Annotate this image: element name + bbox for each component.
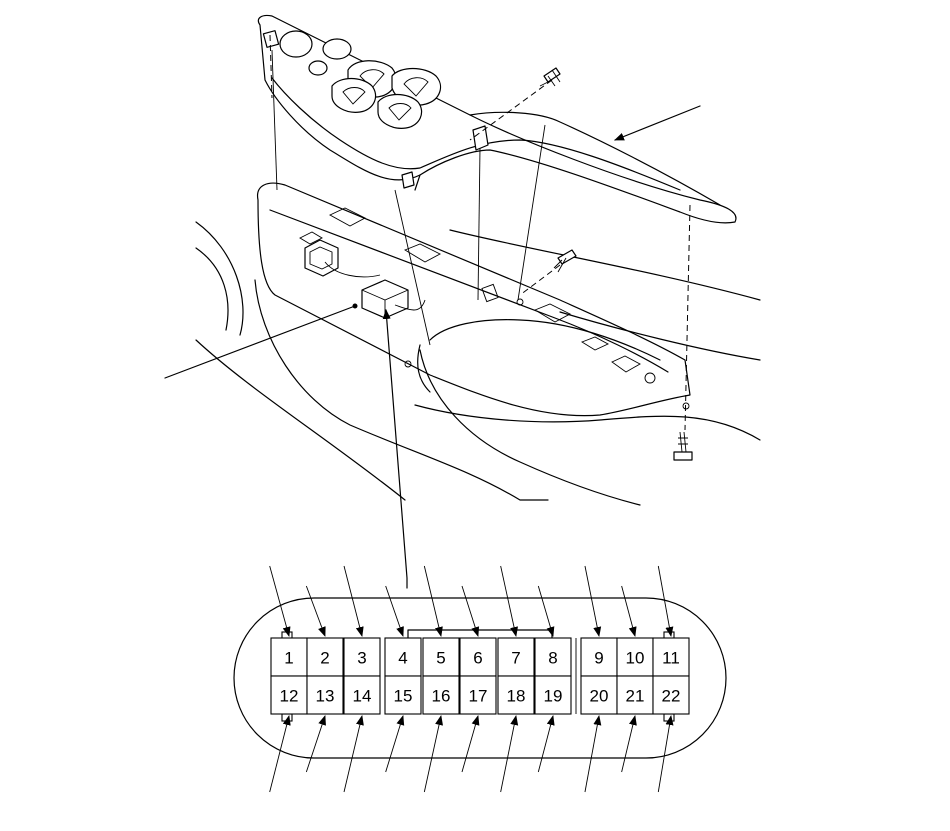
pin-leader-arrow	[269, 565, 291, 637]
pin-leader-arrow	[423, 565, 443, 637]
pin-cavity	[343, 637, 381, 677]
screw-icon	[673, 431, 693, 461]
pin-leader-arrow	[343, 715, 364, 793]
pin-number: 19	[544, 687, 563, 706]
pin-number: 10	[626, 649, 645, 668]
pin-number: 21	[626, 687, 645, 706]
pin-leader-arrow	[461, 585, 480, 637]
pin-leader-arrow	[343, 565, 364, 637]
screw-icon	[553, 249, 577, 273]
pin-cavity	[616, 637, 654, 677]
pin-leader-arrow	[584, 565, 602, 637]
pin-leader-arrow	[385, 715, 405, 773]
pin-cavity	[306, 637, 344, 677]
pin-cavity	[459, 675, 497, 715]
pin-cavity	[652, 675, 690, 715]
pin-cavity	[343, 675, 381, 715]
pin-number: 12	[280, 687, 299, 706]
pin-leader-arrow	[461, 715, 480, 773]
pin-leader-arrow	[621, 585, 637, 637]
pin-number: 16	[432, 687, 451, 706]
pin-cavity	[306, 675, 344, 715]
pin-cavity	[580, 637, 618, 677]
pin-number: 11	[662, 649, 680, 668]
pin-leader-arrow	[537, 715, 555, 773]
pin-number: 15	[394, 687, 413, 706]
pin-cavity	[459, 637, 497, 677]
pin-number: 17	[469, 687, 488, 706]
pin-number: 13	[316, 687, 335, 706]
pin-leader-arrow	[385, 585, 404, 637]
pin-number: 18	[507, 687, 526, 706]
pin-leader-arrow	[500, 565, 518, 637]
pin-cavity	[534, 637, 572, 677]
pin-leader-arrow	[657, 715, 674, 793]
pin-leader-arrow	[657, 565, 674, 637]
pin-leader-arrow	[500, 715, 519, 793]
pin-number: 2	[320, 649, 329, 668]
connector-housing	[233, 597, 727, 759]
pin-cavity	[270, 675, 308, 715]
pin-leader-arrow	[269, 715, 291, 793]
pin-cavity	[497, 637, 535, 677]
pin-number: 3	[357, 649, 366, 668]
pin-number: 5	[436, 649, 445, 668]
pin-leader-arrow	[305, 715, 326, 773]
pin-number: 4	[398, 649, 407, 668]
pin-leader-arrow	[537, 585, 555, 637]
pin-cavity	[534, 675, 572, 715]
pin-number: 1	[284, 649, 293, 668]
pin-number: 8	[548, 649, 557, 668]
pin-leader-arrow	[621, 715, 637, 773]
pin-number: 20	[590, 687, 609, 706]
pin-number: 7	[511, 649, 520, 668]
screw-icon	[539, 67, 561, 87]
pin-number: 6	[473, 649, 482, 668]
pin-cavity	[384, 675, 422, 715]
pin-leader-arrow	[305, 585, 326, 637]
pin-number: 9	[594, 649, 603, 668]
pin-leader-arrow	[584, 715, 602, 793]
pin-number: 14	[353, 687, 372, 706]
pin-cavity	[422, 675, 460, 715]
pin-number: 22	[662, 687, 681, 706]
pin-cavity	[384, 637, 422, 677]
pin-cavity	[616, 675, 654, 715]
console-illustration	[164, 14, 761, 589]
pin-cavity	[422, 637, 460, 677]
pin-leader-arrow	[423, 715, 443, 793]
pin-cavity	[497, 675, 535, 715]
